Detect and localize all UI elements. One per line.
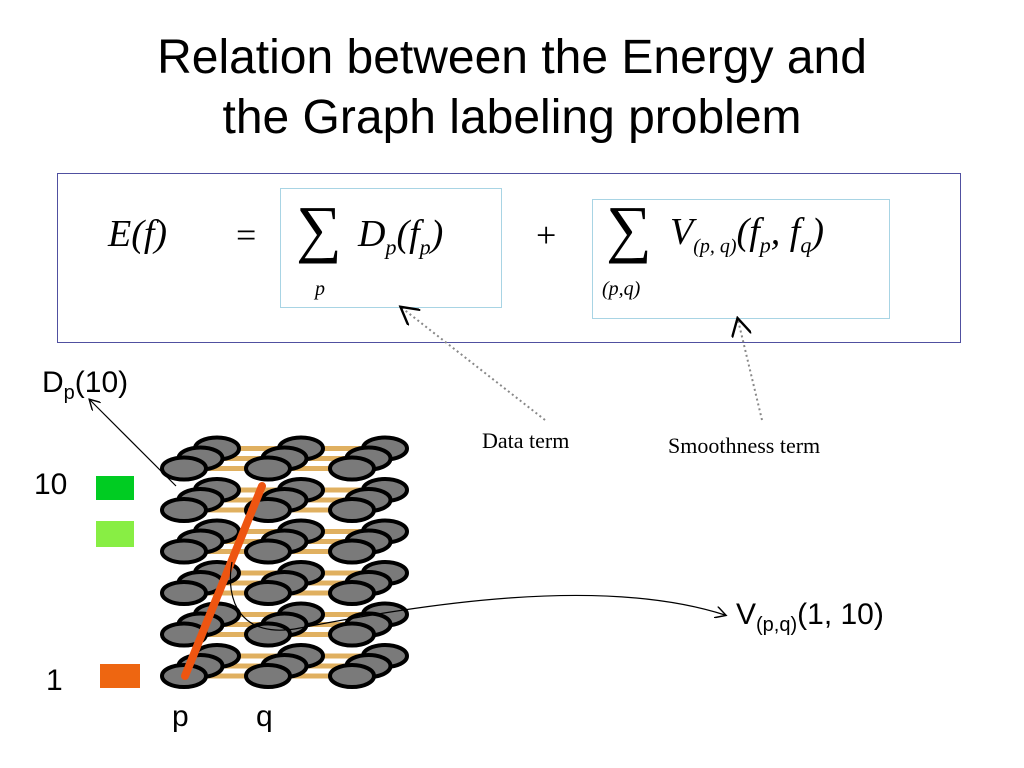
v-label-v: V — [736, 598, 757, 631]
graph-node — [328, 621, 376, 648]
smoothness-term-caption: Smoothness term — [668, 433, 821, 458]
dp-label-arg: (10) — [74, 366, 129, 399]
sum-index-p: p — [315, 278, 325, 300]
equals-sign: = — [236, 215, 257, 255]
graph-node — [244, 580, 292, 606]
v-label: V(p,q)(1, 10) — [736, 598, 884, 637]
energy-formula-box: E(f) = ∑ p Dp(fp) + ∑ (p,q) V(p, q)(fp, … — [57, 173, 961, 343]
graph-node — [244, 663, 292, 689]
label-1-swatch — [100, 664, 140, 688]
graph-nodes — [160, 435, 409, 689]
graph-node — [328, 538, 376, 565]
data-term-arg-sub: p — [419, 234, 431, 260]
graph-node — [160, 580, 208, 606]
label-9-swatch — [96, 521, 134, 547]
graph-node — [244, 455, 292, 482]
title-line-2: the Graph labeling problem — [222, 91, 802, 144]
graph-node — [328, 455, 376, 482]
energy-lhs: E(f) — [108, 213, 168, 255]
data-term-d-sub: p — [385, 234, 397, 260]
smooth-args-mid: , f — [770, 211, 801, 253]
dp-label-pointer — [90, 400, 177, 487]
graph-node — [160, 538, 208, 565]
dp-label-sub: p — [63, 382, 75, 404]
data-term-arg: (f — [396, 213, 420, 255]
title-line-1: Relation between the Energy and — [157, 31, 867, 84]
smooth-args-sub2: q — [800, 232, 812, 258]
smooth-args-close: ) — [811, 211, 824, 253]
smooth-term-v: V — [670, 211, 694, 253]
node-p-label: p — [172, 700, 189, 733]
data-term-d: D — [358, 213, 386, 255]
graph-node — [328, 497, 376, 523]
smooth-term-v-sub: (p, q) — [693, 235, 737, 258]
smooth-args-open: (f — [736, 211, 760, 253]
data-term-pointer — [402, 308, 546, 421]
data-term-symbol: Dp(fp) — [358, 212, 443, 261]
graph-node — [244, 621, 292, 648]
sum-symbol-data: ∑ — [296, 193, 342, 264]
graph-node — [328, 580, 376, 606]
node-q-label: q — [256, 700, 273, 733]
label-10-text: 10 — [34, 468, 68, 501]
sum-symbol-smooth: ∑ — [606, 193, 652, 264]
graph-node — [244, 538, 292, 565]
label-10-swatch — [96, 476, 134, 500]
slide-title: Relation between the Energy and the Grap… — [0, 28, 1024, 148]
v-label-pointer — [229, 561, 725, 631]
graph-node — [160, 497, 208, 523]
v-label-sub: (p,q) — [756, 614, 798, 636]
graph-node — [328, 663, 376, 689]
data-term-close: ) — [430, 213, 444, 255]
smooth-term-symbol: V(p, q)(fp, fq) — [670, 210, 824, 259]
dp-label-d: D — [42, 366, 64, 399]
v-label-arg: (1, 10) — [797, 598, 884, 631]
chosen-label-edge — [181, 482, 266, 680]
smoothness-term-pointer — [738, 320, 763, 421]
sum-index-pq: (p,q) — [602, 278, 641, 300]
plus-sign: + — [536, 215, 557, 255]
label-1-text: 1 — [46, 664, 63, 697]
dp-label: Dp(10) — [42, 366, 128, 405]
smooth-args-sub1: p — [759, 232, 771, 258]
graph-node — [160, 455, 208, 482]
data-term-caption: Data term — [482, 428, 570, 453]
data-term-box — [280, 188, 502, 308]
